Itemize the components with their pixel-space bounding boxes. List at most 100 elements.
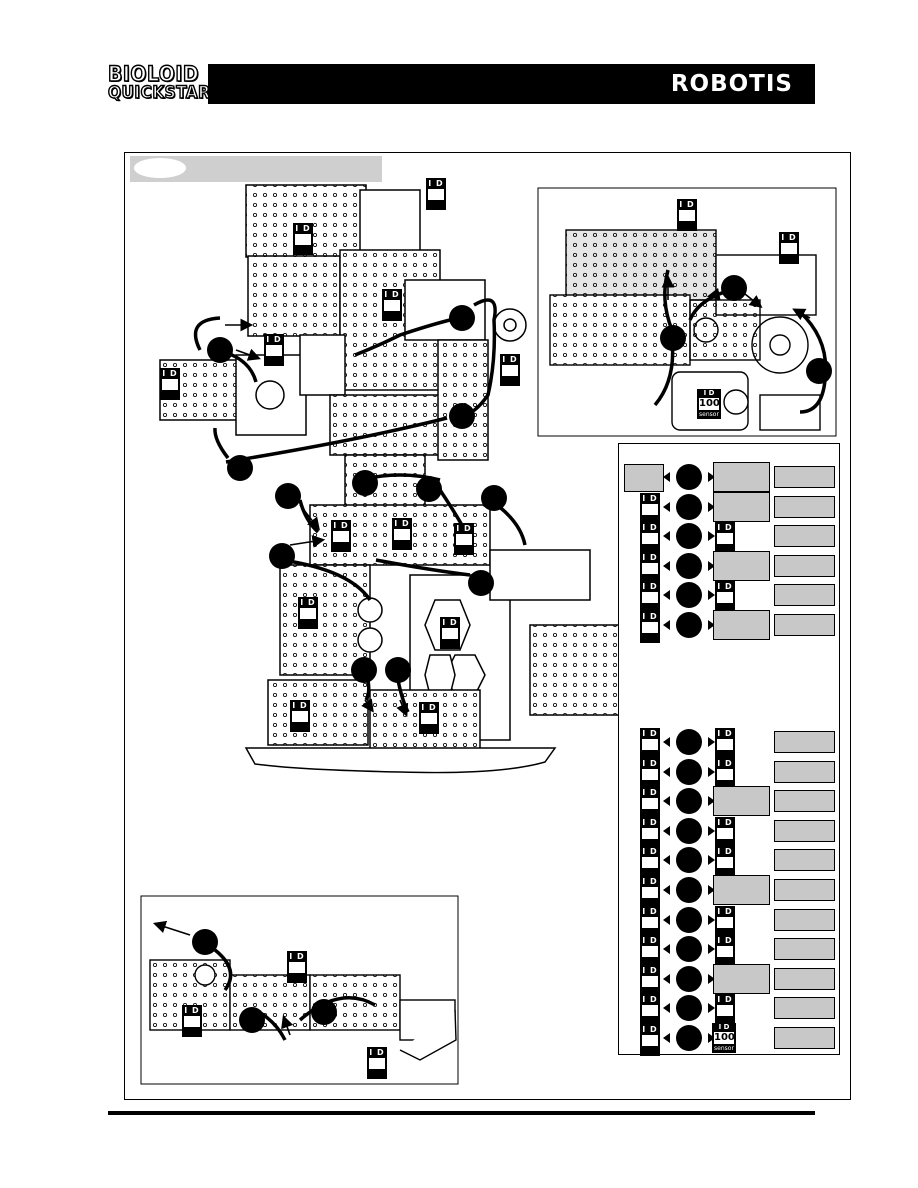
id-tag-label: I D xyxy=(715,816,735,828)
id-tag: I D xyxy=(640,610,660,643)
id-tag-field xyxy=(642,946,658,958)
legend-gray-box xyxy=(774,466,835,488)
main-frame xyxy=(124,152,851,1100)
cable-marker xyxy=(660,325,686,351)
id-tag: I D xyxy=(440,617,460,649)
sensor-id-number: 100 xyxy=(714,1032,735,1044)
cable-connector xyxy=(663,611,715,638)
id-tag-label: I D xyxy=(715,994,735,1006)
id-tag-field xyxy=(642,503,658,515)
id-tag: I D xyxy=(640,728,660,760)
id-tag-label: I D xyxy=(640,787,660,799)
id-tag: I D xyxy=(715,757,735,790)
id-tag-field xyxy=(717,768,733,780)
legend-gray-box xyxy=(774,613,835,636)
id-tag-field xyxy=(642,562,658,574)
legend-gray-box xyxy=(713,963,770,994)
id-tag: I D xyxy=(640,1024,660,1056)
id-tag: I D xyxy=(715,581,735,613)
legend-gray-box xyxy=(713,550,770,581)
cable-connector xyxy=(663,1025,715,1051)
cable-connector xyxy=(663,965,715,992)
id-tag: I D xyxy=(367,1047,387,1079)
cable-connector xyxy=(663,877,715,903)
id-tag: I D xyxy=(640,935,660,968)
cable-connector xyxy=(663,817,715,844)
legend-gray-box xyxy=(774,584,835,606)
step-oval xyxy=(134,158,186,178)
legend-gray-box xyxy=(774,790,835,813)
legend-gray-box xyxy=(713,786,770,817)
id-tag-field xyxy=(642,621,658,633)
legend-gray-box xyxy=(713,462,770,492)
id-tag: I D xyxy=(160,368,180,400)
id-tag: I D xyxy=(293,223,313,255)
robotis-logo: ROBOTIS xyxy=(670,71,793,97)
id-tag: I D xyxy=(715,728,735,760)
cable-marker xyxy=(721,275,747,301)
id-tag: I D xyxy=(715,935,735,968)
legend-gray-box xyxy=(774,525,835,547)
id-tag-field xyxy=(642,975,658,987)
cable-connector xyxy=(663,906,715,933)
cable-connector xyxy=(663,936,715,963)
cable-connector xyxy=(663,552,715,579)
cable-connector xyxy=(663,995,715,1022)
cable-connector xyxy=(663,582,715,608)
id-tag: I D xyxy=(779,232,799,264)
id-tag: I D xyxy=(640,581,660,613)
id-tag-field xyxy=(642,798,658,810)
id-tag: I D xyxy=(264,334,284,366)
id-tag: I D xyxy=(640,816,660,849)
id-tag: I D xyxy=(640,757,660,790)
id-tag-label: I D xyxy=(640,846,660,858)
cable-marker xyxy=(806,358,832,384)
id-tag: I D xyxy=(640,522,660,554)
id-tag-field xyxy=(642,857,658,869)
cable-marker xyxy=(239,1007,265,1033)
id-tag-field xyxy=(642,533,658,544)
id-tag-field xyxy=(717,916,733,928)
legend-gray-box xyxy=(774,495,835,518)
id-tag-field xyxy=(717,533,733,544)
id-tag-field xyxy=(717,592,733,603)
id-tag-label: I D xyxy=(715,935,735,947)
cable-marker xyxy=(449,305,475,331)
legend-gray-box xyxy=(774,997,835,1020)
id-tag: I D xyxy=(640,964,660,997)
id-tag: I D xyxy=(640,876,660,908)
id-tag-label: I D xyxy=(640,610,660,622)
sensor-id-tag: I D 100 sensor xyxy=(697,389,721,419)
legend-gray-box xyxy=(774,760,835,783)
cable-marker xyxy=(269,543,295,569)
legend-gray-box xyxy=(713,875,770,905)
cable-connector xyxy=(663,523,715,549)
legend-gray-box xyxy=(774,849,835,872)
cable-marker xyxy=(192,929,218,955)
id-tag-label: I D xyxy=(640,994,660,1006)
id-tag-field xyxy=(717,827,733,839)
id-tag: I D xyxy=(640,846,660,879)
id-tag-label: I D xyxy=(640,816,660,828)
cable-marker xyxy=(352,470,378,496)
legend-gray-box xyxy=(774,938,835,961)
id-tag-field xyxy=(717,739,733,750)
legend-gray-box xyxy=(713,609,770,640)
id-tag: I D xyxy=(419,702,439,734)
cable-marker xyxy=(275,483,301,509)
legend-gray-box xyxy=(774,879,835,901)
id-tag: I D xyxy=(715,846,735,879)
id-tag-label: I D xyxy=(640,522,660,533)
id-tag: I D xyxy=(715,522,735,554)
id-tag: I D xyxy=(640,905,660,938)
id-tag-field xyxy=(642,827,658,839)
id-tag: I D xyxy=(392,518,412,550)
id-tag: I D xyxy=(640,551,660,584)
id-tag: I D xyxy=(500,354,520,386)
cable-marker xyxy=(416,476,442,502)
id-tag-field xyxy=(642,592,658,603)
cable-marker xyxy=(207,337,233,363)
id-tag-label: I D xyxy=(715,728,735,739)
id-tag: I D xyxy=(331,520,351,552)
inset-bottom-drawing xyxy=(149,959,457,1061)
